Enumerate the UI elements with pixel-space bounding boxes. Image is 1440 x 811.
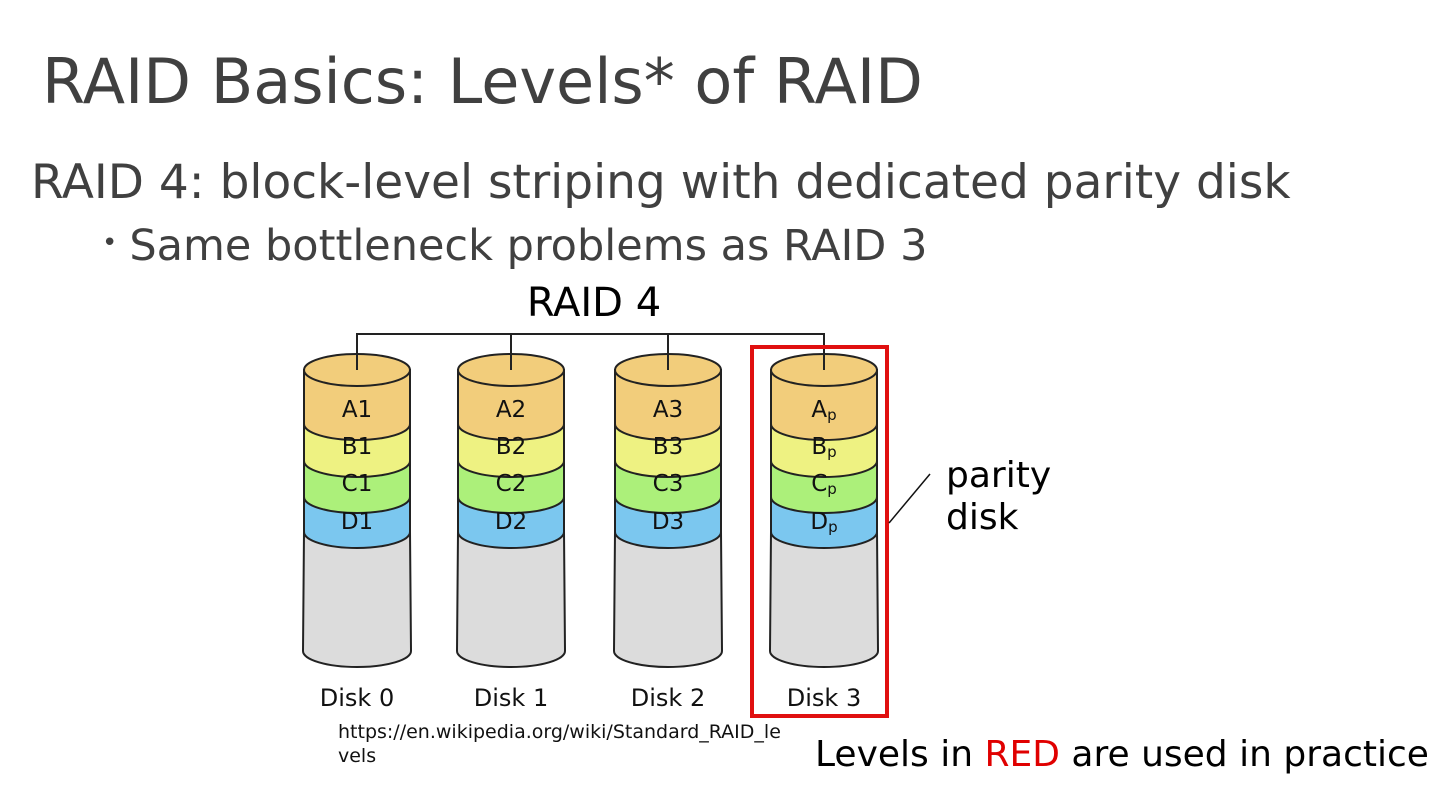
block-label: A3 [653,397,683,423]
block-label: C3 [653,471,684,497]
block-label: C2 [496,471,527,497]
disk-block [457,369,565,441]
disk-body [455,531,567,668]
disk-label: Disk 0 [320,684,394,712]
source-link[interactable]: https://en.wikipedia.org/wiki/Standard_R… [338,721,781,767]
note-highlight: RED [984,734,1060,775]
disk-body [612,531,724,668]
slide-subtitle: RAID 4: block-level striping with dedica… [31,155,1291,210]
slide-title: RAID Basics: Levels* of RAID [42,45,923,118]
bullet-dot-icon: • [102,228,118,258]
note-suffix: are used in practice [1059,734,1429,775]
parity-callout-line1: parity [946,455,1051,496]
parity-callout-line2: disk [946,497,1019,538]
block-label: Dp [810,509,837,536]
disk-label: Disk 1 [474,684,548,712]
disk-block [614,369,722,441]
block-label: B3 [653,434,683,460]
disk-block [303,369,411,441]
block-label: A1 [342,397,372,423]
practice-note: Levels in RED are used in practice [815,734,1429,775]
bullet-text: Same bottleneck problems as RAID 3 [129,221,928,271]
disk-label: Disk 3 [787,684,861,712]
disk-body [301,531,413,668]
connector-bus [356,333,825,353]
parity-callout-line [888,473,931,524]
block-label: C1 [342,471,373,497]
block-label: D2 [495,509,527,535]
bullet-item: • Same bottleneck problems as RAID 3 [102,221,928,271]
diagram-title: RAID 4 [527,280,661,326]
disk-block [770,369,878,441]
block-label: Cp [811,471,837,498]
block-label: Ap [811,397,836,424]
disk-body [768,531,880,668]
block-label: A2 [496,397,526,423]
block-label: B1 [342,434,372,460]
block-label: D1 [341,509,373,535]
disk-label: Disk 2 [631,684,705,712]
block-label: B2 [496,434,526,460]
block-label: D3 [652,509,684,535]
note-prefix: Levels in [815,734,985,775]
parity-highlight-box [750,345,889,718]
block-label: Bp [811,434,836,461]
